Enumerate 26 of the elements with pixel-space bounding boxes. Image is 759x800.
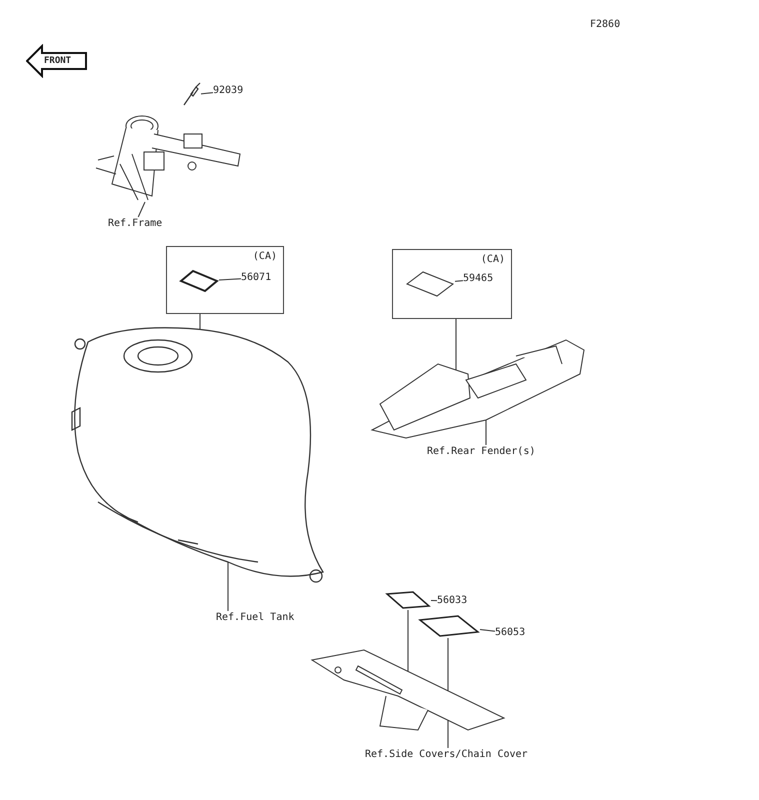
label-drawing: [385, 590, 431, 610]
label-drawing: [405, 270, 455, 298]
part-number: 56053: [495, 626, 526, 640]
leader-line: [430, 600, 438, 602]
figure-number: F2860: [590, 18, 620, 32]
reference-label: Ref.Rear Fender(s): [427, 445, 536, 459]
callout-frame: [166, 246, 284, 314]
part-number: 59465: [463, 272, 494, 286]
part-number: 56071: [241, 271, 272, 285]
reference-label: Ref.Fuel Tank: [216, 611, 294, 625]
leader-line: [480, 629, 496, 632]
leader-line: [200, 92, 214, 94]
part-number: 56033: [437, 594, 468, 608]
label-drawing: [179, 269, 219, 293]
direction-label: FRONT: [44, 55, 72, 68]
leader-line: [218, 278, 242, 280]
region-code: (CA): [252, 250, 277, 264]
reference-label: Ref.Frame: [108, 217, 162, 231]
leader-line: [138, 202, 146, 218]
pin-drawing: [181, 82, 201, 108]
callout-frame: [392, 249, 512, 319]
label-drawing: [418, 614, 480, 638]
part-number: 92039: [213, 84, 244, 98]
reference-label: Ref.Side Covers/Chain Cover: [365, 748, 528, 762]
region-code: (CA): [480, 253, 505, 267]
leader-line: [454, 280, 464, 282]
